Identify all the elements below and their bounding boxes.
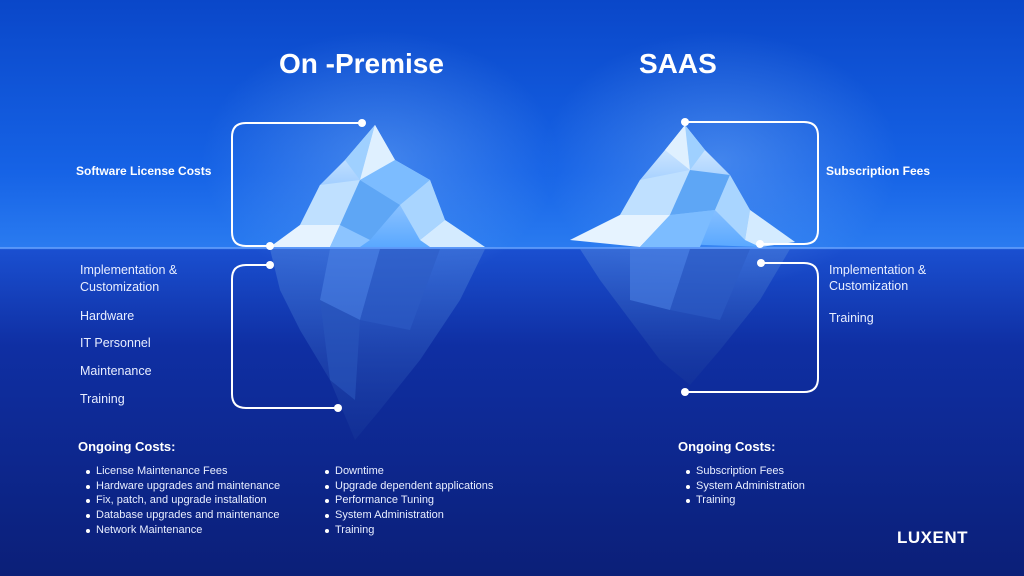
luxent-logo: LUXENT [897, 528, 968, 547]
saas-item-customization: Customization [829, 279, 909, 293]
saas-above-dot-bottom [756, 240, 764, 248]
on-premise-item-it-personnel: IT Personnel [80, 336, 151, 350]
saas-title: SAAS [639, 48, 717, 79]
on-premise-title: On -Premise [279, 48, 444, 79]
list-item: Performance Tuning [321, 493, 493, 508]
saas-above-dot-top [681, 118, 689, 126]
on-premise-ongoing-list-2: Downtime Upgrade dependent applications … [321, 464, 493, 538]
waterline [0, 247, 1024, 249]
on-premise-above-dot-top [358, 119, 366, 127]
list-item: Training [321, 523, 493, 538]
list-item: System Administration [682, 479, 805, 494]
saas-ongoing-heading: Ongoing Costs: [678, 439, 776, 454]
on-premise-above-dot-bottom [266, 242, 274, 250]
list-item: Fix, patch, and upgrade installation [82, 493, 280, 508]
on-premise-item-training: Training [80, 392, 125, 406]
on-premise-item-maintenance: Maintenance [80, 364, 152, 378]
saas-item-training: Training [829, 311, 874, 325]
saas-above-label: Subscription Fees [826, 164, 931, 178]
saas-below-dot-bottom [681, 388, 689, 396]
list-item: Downtime [321, 464, 493, 479]
on-premise-above-bracket [231, 122, 362, 247]
on-premise-iceberg [270, 125, 485, 440]
list-item: Upgrade dependent applications [321, 479, 493, 494]
list-item: License Maintenance Fees [82, 464, 280, 479]
on-premise-below-dot-top [266, 261, 274, 269]
list-item: System Administration [321, 508, 493, 523]
list-item: Hardware upgrades and maintenance [82, 479, 280, 494]
saas-item-implementation: Implementation & [829, 263, 927, 277]
on-premise-ongoing-heading: Ongoing Costs: [78, 439, 176, 454]
on-premise-ongoing-list-1: License Maintenance Fees Hardware upgrad… [82, 464, 280, 538]
saas-below-bracket [685, 262, 819, 393]
saas-ongoing-list: Subscription Fees System Administration … [682, 464, 805, 508]
saas-below-dot-top [757, 259, 765, 267]
saas-iceberg [570, 125, 795, 385]
on-premise-above-label: Software License Costs [76, 164, 212, 178]
list-item: Training [682, 493, 805, 508]
saas-above-bracket [685, 121, 819, 245]
list-item: Database upgrades and maintenance [82, 508, 280, 523]
on-premise-item-implementation: Implementation & [80, 263, 178, 277]
on-premise-below-dot-bottom [334, 404, 342, 412]
on-premise-below-bracket [231, 264, 338, 409]
list-item: Subscription Fees [682, 464, 805, 479]
on-premise-item-customization: Customization [80, 280, 160, 294]
sky-glow-right [540, 30, 900, 290]
list-item: Network Maintenance [82, 523, 280, 538]
on-premise-item-hardware: Hardware [80, 309, 135, 323]
